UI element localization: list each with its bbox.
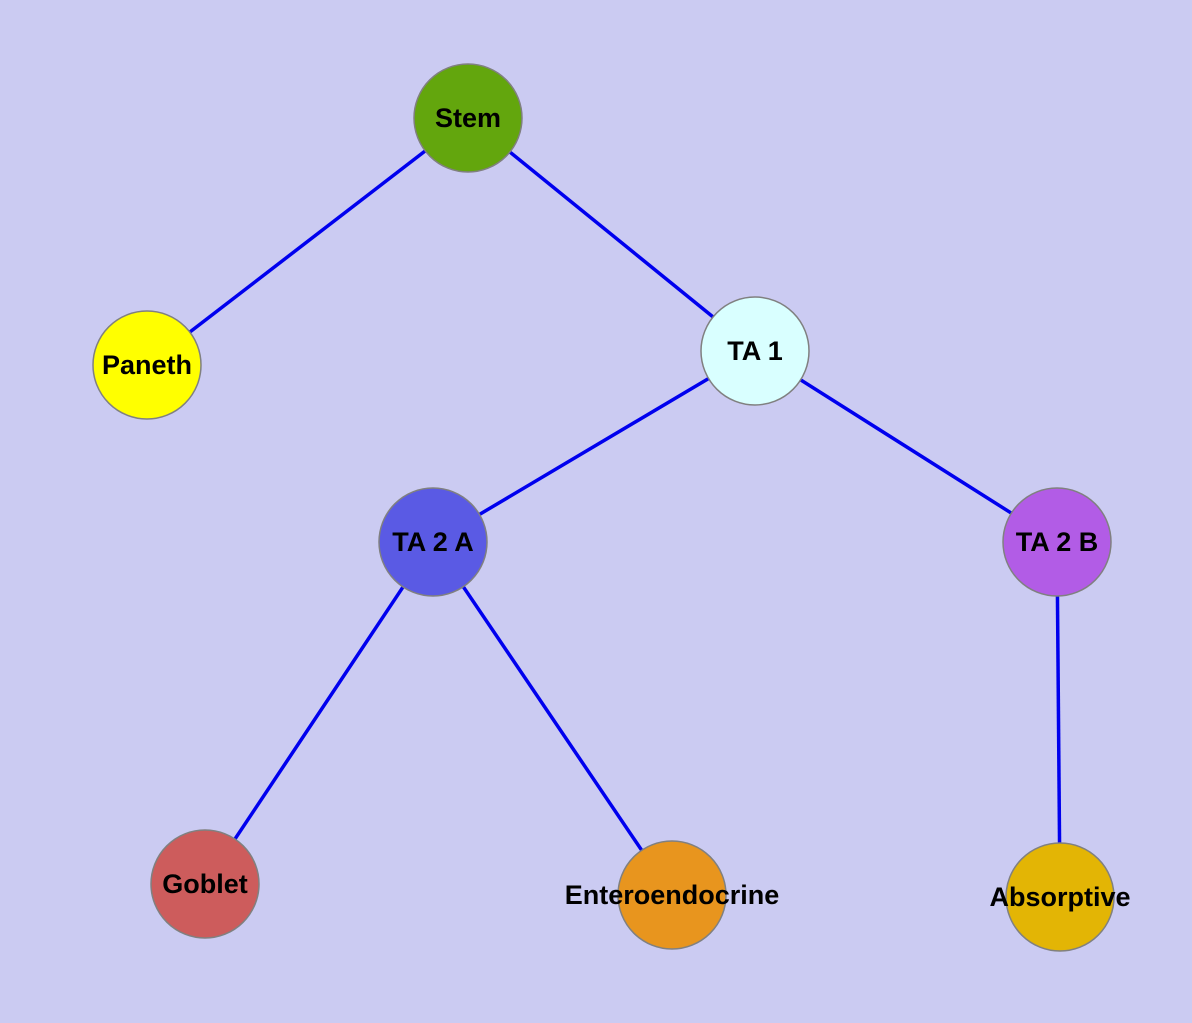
node-ta2a xyxy=(378,487,488,597)
edge-ta1-ta2a xyxy=(432,349,756,544)
node-absorptive xyxy=(1005,842,1115,952)
node-goblet xyxy=(150,829,260,939)
edge-stem-ta1 xyxy=(466,116,757,353)
edge-ta2a-enteroendocrine xyxy=(431,541,674,896)
node-enteroendocrine xyxy=(617,840,727,950)
edge-stem-paneth xyxy=(145,116,470,367)
edge-ta2a-goblet xyxy=(203,541,435,885)
node-ta1 xyxy=(700,296,810,406)
node-stem xyxy=(413,63,523,173)
node-ta2b xyxy=(1002,487,1112,597)
node-paneth xyxy=(92,310,202,420)
edge-ta2b-absorptive xyxy=(1055,541,1062,898)
edge-ta1-ta2b xyxy=(754,349,1058,544)
